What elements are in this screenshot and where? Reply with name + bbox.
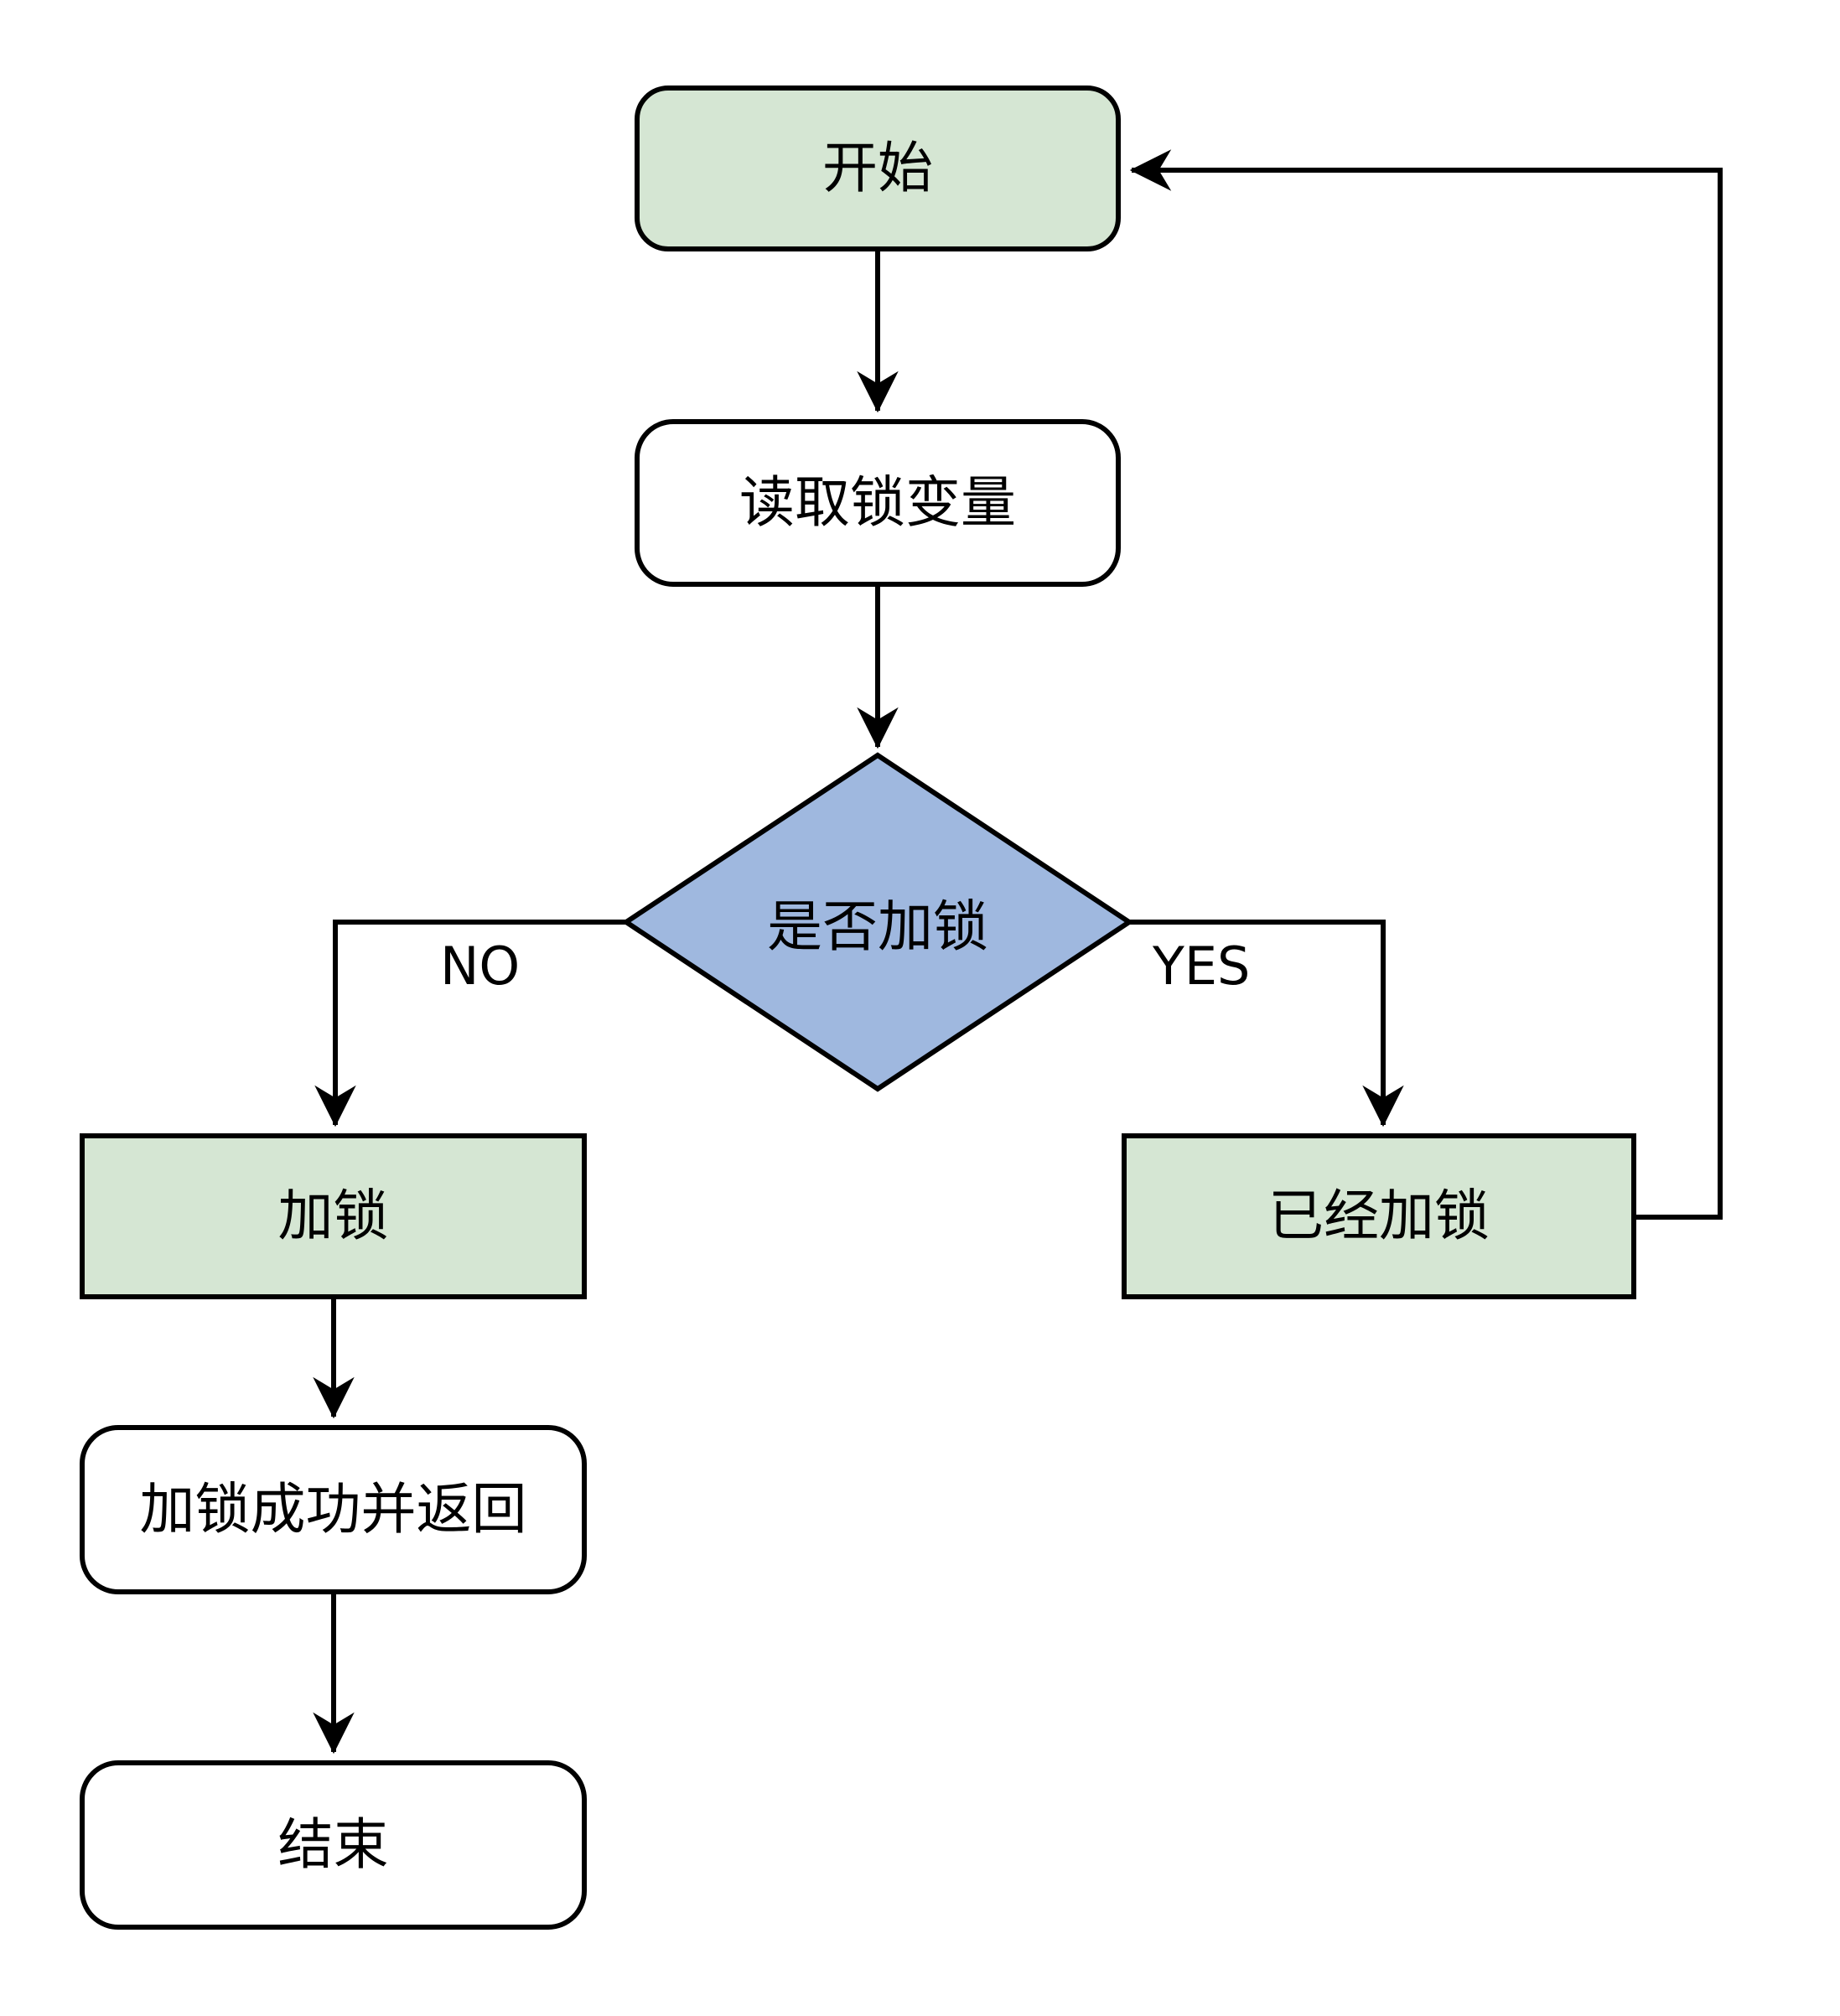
decision-diamond-shape: [621, 752, 1134, 1092]
node-start: 开始: [635, 86, 1121, 251]
edge-decision-no-to-lock: [314, 920, 626, 1127]
edge-already-loop-to-start: [1129, 149, 1723, 1220]
node-lock-success-return-label: 加锁成功并返回: [139, 1477, 527, 1542]
node-decision-is-locked: 是否加锁: [710, 880, 1045, 964]
node-end-label: 结束: [277, 1812, 389, 1878]
node-already-locked-label: 已经加锁: [1268, 1184, 1490, 1249]
node-read-lock-variable-label: 读取锁变量: [739, 470, 1016, 536]
edge-label-no: NO: [440, 935, 521, 997]
node-lock: 加锁: [80, 1133, 587, 1299]
edge-decision-yes-to-already: [1129, 920, 1404, 1127]
node-end: 结束: [80, 1760, 587, 1930]
node-start-label: 开始: [822, 136, 933, 201]
node-lock-success-return: 加锁成功并返回: [80, 1425, 587, 1594]
node-lock-label: 加锁: [277, 1184, 389, 1249]
node-already-locked: 已经加锁: [1122, 1133, 1636, 1299]
edge-label-yes: YES: [1153, 935, 1251, 997]
node-decision-is-locked-label: 是否加锁: [767, 894, 988, 959]
node-read-lock-variable: 读取锁变量: [635, 419, 1121, 587]
